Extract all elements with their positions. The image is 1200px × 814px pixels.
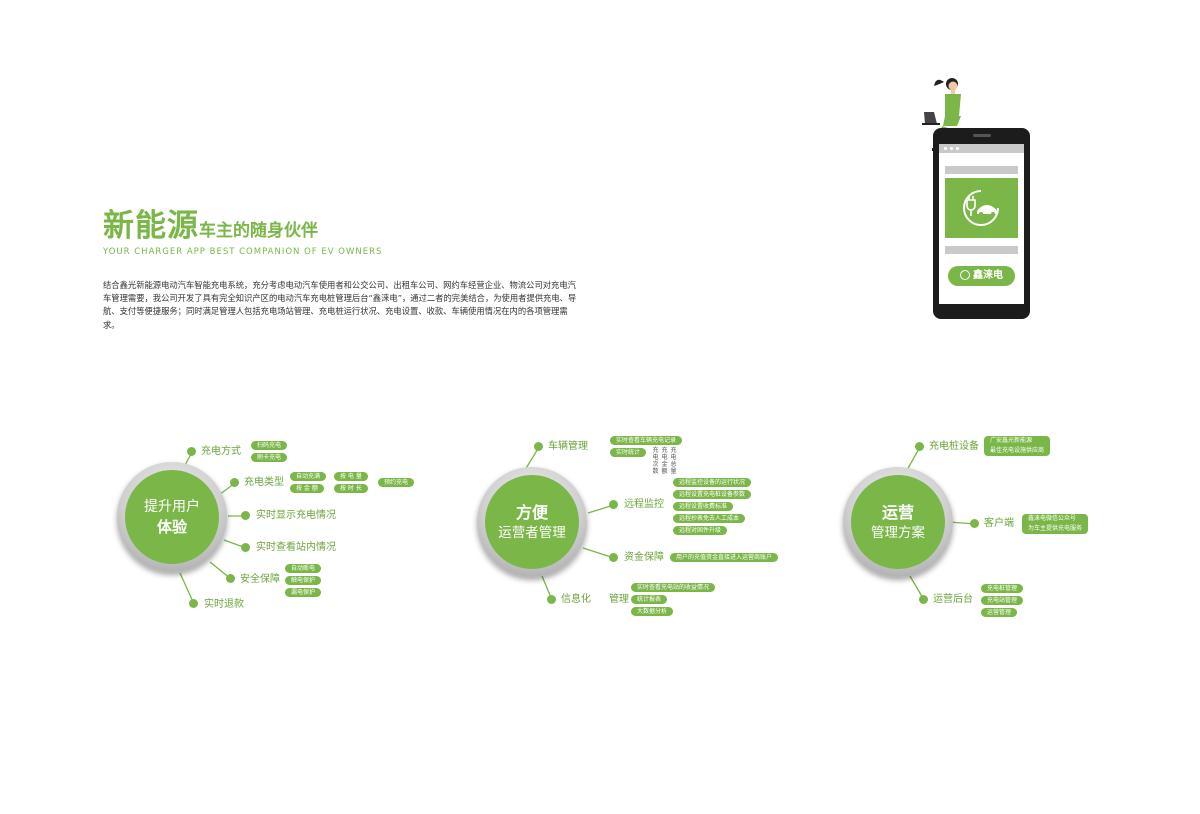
branch-dot (915, 442, 924, 451)
branch-realtime-refund: 实时退款 (204, 599, 244, 610)
center-line1: 运营 (881, 502, 914, 522)
plug-car-icon (963, 190, 999, 226)
center-line2: 运营者管理 (498, 524, 566, 541)
tag: 远程对固件升级 (673, 526, 728, 535)
title-main: 新能源 (103, 208, 199, 244)
brand-logo-icon (960, 270, 970, 280)
branch-dot (241, 543, 250, 552)
stat-label: 充电次数 (652, 447, 659, 475)
brand-name: 鑫涞电 (973, 270, 1003, 281)
branch-dot (970, 519, 979, 528)
center-line1: 提升用户 (144, 498, 200, 515)
tag: 充电桩管理 (981, 584, 1024, 593)
tag: 自动断电 (285, 564, 322, 573)
branch-dot (919, 595, 928, 604)
placeholder-bar (945, 166, 1018, 174)
branch-remote-monitoring: 远程监控 (624, 499, 664, 510)
tag-line: 鑫涞电微信公众号 (1028, 515, 1077, 522)
branch-informatization-sub: 管理 (609, 594, 629, 605)
branch-realtime-charging: 实时显示充电情况 (256, 510, 336, 521)
branch-dot (187, 447, 196, 456)
tag: 远程设置收费标准 (673, 502, 734, 511)
center-line2: 体验 (156, 517, 187, 536)
branch-informatization: 信息化 (561, 594, 591, 605)
tag: 广安鑫光新能源 最佳充电设施供应商 (984, 436, 1051, 456)
center-line1: 方便 (515, 502, 548, 522)
phone-status-bar (939, 144, 1024, 153)
center-line2: 管理方案 (871, 524, 925, 541)
intro-paragraph: 结合鑫光新能源电动汽车智能充电系统，充分考虑电动汽车使用者和公交公司、出租车公司… (103, 280, 577, 330)
branch-client: 客户端 (984, 518, 1014, 529)
tag: 充电站管理 (981, 596, 1024, 605)
tag: 实时查看充电站的收益情况 (631, 583, 716, 592)
subtitle-english: YOUR CHARGER APP BEST COMPANION OF EV OW… (103, 247, 383, 257)
tag: 远程设置充电桩设备参数 (673, 490, 752, 499)
charging-card (945, 178, 1018, 238)
branch-vehicle-management: 车辆管理 (548, 441, 588, 452)
tag-line: 为车主提供充电服务 (1028, 525, 1083, 532)
tag: 刷卡充电 (251, 453, 288, 462)
tag: 统计报表 (631, 595, 668, 604)
title-secondary: 车主的随身伙伴 (199, 221, 318, 241)
branch-dot (534, 442, 543, 451)
tag-line: 最佳充电设施供应商 (990, 447, 1045, 454)
center-node-operation-solution: 运营 管理方案 (843, 467, 953, 577)
tag: 大数据分析 (631, 607, 674, 616)
branch-charge-type: 充电类型 (244, 477, 284, 488)
tag: 漏电保护 (285, 588, 322, 597)
tag: 远程抄表免去人工成本 (673, 514, 746, 523)
branch-dot (230, 478, 239, 487)
branch-charge-method: 充电方式 (201, 446, 241, 457)
phone-speaker (973, 134, 991, 137)
tag: 实时查看车辆充电记录 (610, 436, 683, 445)
stat-label: 充电总量 (670, 447, 677, 475)
tag: 扫码充电 (251, 441, 288, 450)
tag-line: 广安鑫光新能源 (990, 437, 1033, 444)
center-node-user-experience: 提升用户 体验 (117, 462, 227, 572)
branch-safety: 安全保障 (240, 574, 280, 585)
phone-mockup: 鑫涞电 (933, 128, 1030, 319)
branch-dot (226, 574, 235, 583)
branch-dot (189, 599, 198, 608)
brand-button[interactable]: 鑫涞电 (948, 266, 1015, 286)
branch-dot (547, 595, 556, 604)
branch-fund-security: 资金保障 (624, 552, 664, 563)
placeholder-bar (945, 246, 1018, 254)
branch-realtime-station: 实时查看站内情况 (256, 542, 336, 553)
tag: 预约充电 (378, 478, 415, 487)
branch-operation-backend: 运营后台 (933, 594, 973, 605)
branch-dot (241, 511, 250, 520)
tag: 运营管理 (981, 608, 1018, 617)
branch-dot (609, 553, 618, 562)
branch-charging-equipment: 充电桩设备 (929, 441, 979, 452)
branch-dot (609, 500, 618, 509)
phone-screen: 鑫涞电 (939, 144, 1024, 304)
tag: 实时统计 (610, 448, 647, 457)
tag: 用户的充值资金直接进入运营商账户 (670, 553, 779, 562)
center-node-operator-management: 方便 运营者管理 (477, 467, 587, 577)
tag: 按 时 长 (334, 484, 368, 493)
tag: 自动充满 (290, 472, 327, 481)
tag: 远程监控设备的运行状况 (673, 478, 752, 487)
stat-label: 充电金额 (661, 447, 668, 475)
tag: 触电保护 (285, 576, 322, 585)
tag: 按 电 量 (334, 472, 368, 481)
tag: 鑫涞电微信公众号 为车主提供充电服务 (1022, 514, 1089, 534)
tag: 按 金 额 (290, 484, 324, 493)
